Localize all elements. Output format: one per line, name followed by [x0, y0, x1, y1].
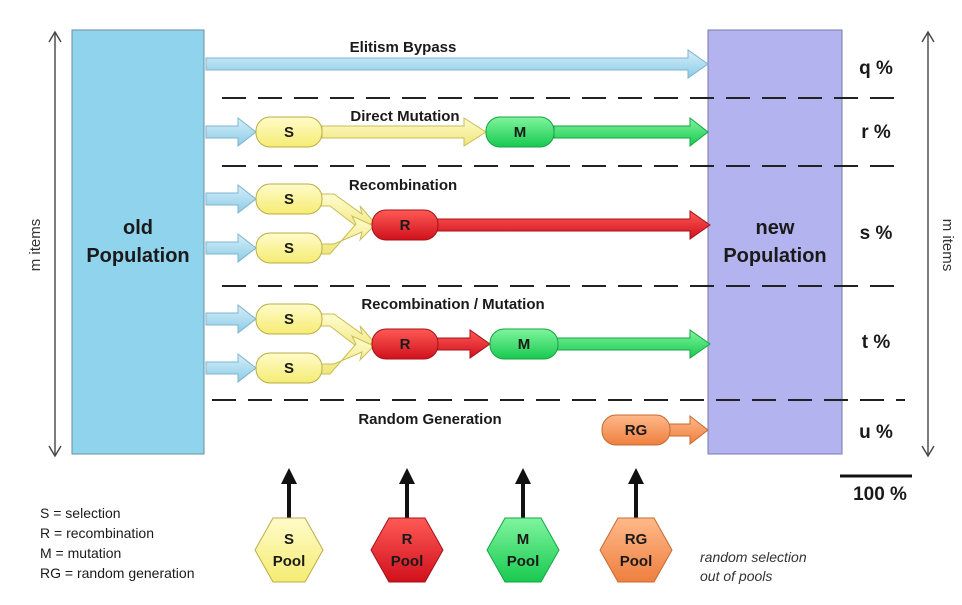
node-s-recomb-2 — [255, 232, 323, 264]
pool-rg-line2: Pool — [620, 553, 653, 570]
left-m-items-label: m items — [27, 219, 44, 272]
pool-arrows — [281, 468, 644, 518]
node-s-recmut-1 — [255, 303, 323, 335]
pool-m: M Pool — [486, 517, 560, 583]
lane-label-random-generation: Random Generation — [358, 411, 501, 428]
node-s-recmut-2-label: S — [284, 360, 294, 377]
node-m-recmut — [489, 328, 559, 360]
new-population-line2: Population — [723, 245, 826, 267]
new-population-line1: new — [756, 217, 795, 239]
pct-u: u % — [859, 422, 893, 443]
elitism-arrow — [205, 49, 709, 79]
pct-r: r % — [861, 122, 891, 143]
pool-s-line2: Pool — [273, 553, 306, 570]
node-s-recmut-1-label: S — [284, 311, 294, 328]
node-r-recomb-label: R — [400, 217, 411, 234]
random-generation-flow: RG — [601, 414, 709, 446]
legend-recombination: R = recombination — [40, 525, 154, 541]
node-rg — [601, 414, 671, 446]
legend: S = selection R = recombination M = muta… — [40, 505, 194, 581]
recombination-mutation-flow: S S R M — [205, 303, 711, 384]
right-m-items-label: m items — [939, 219, 956, 272]
old-population-box: old Population — [71, 29, 205, 455]
node-s-recomb-1-label: S — [284, 191, 294, 208]
node-s-recomb-2-label: S — [284, 240, 294, 257]
pct-total: 100 % — [853, 484, 907, 505]
node-s-direct-label: S — [284, 124, 294, 141]
lane-label-recombination: Recombination — [349, 177, 457, 194]
node-m-direct — [485, 116, 555, 148]
left-span-arrow — [48, 30, 62, 458]
pool-rg: RG Pool — [599, 517, 673, 583]
lane-label-elitism: Elitism Bypass — [350, 39, 457, 56]
node-s-recomb-1 — [255, 183, 323, 215]
lane-label-recombination-mutation: Recombination / Mutation — [361, 296, 544, 313]
node-r-recomb — [371, 209, 439, 241]
lane-label-direct-mutation: Direct Mutation — [350, 108, 459, 125]
old-population-line2: Population — [86, 245, 189, 267]
pool-r: R Pool — [370, 517, 444, 583]
lane-separators — [212, 97, 905, 401]
old-population-line1: old — [123, 217, 153, 239]
legend-mutation: M = mutation — [40, 545, 121, 561]
pct-s: s % — [860, 223, 893, 244]
node-s-recmut-2 — [255, 352, 323, 384]
node-r-recmut-label: R — [400, 336, 411, 353]
pct-q: q % — [859, 58, 893, 79]
pool-r-line2: Pool — [391, 553, 424, 570]
node-m-direct-label: M — [514, 124, 527, 141]
pool-s-line1: S — [284, 531, 294, 548]
pool-r-line1: R — [402, 531, 413, 548]
pool-m-line1: M — [517, 531, 530, 548]
pool-m-line2: Pool — [507, 553, 540, 570]
pool-rg-line1: RG — [625, 531, 648, 548]
node-r-recmut — [371, 328, 439, 360]
recombination-flow: S S R — [205, 183, 711, 264]
node-s-direct — [255, 116, 323, 148]
note-line1: random selection — [700, 549, 807, 565]
note-line2: out of pools — [700, 568, 772, 584]
pct-t: t % — [862, 332, 891, 353]
node-rg-label: RG — [625, 422, 648, 439]
new-population-box: new Population — [707, 29, 843, 455]
direct-mutation-flow: S M — [205, 116, 709, 148]
legend-selection: S = selection — [40, 505, 121, 521]
legend-random-generation: RG = random generation — [40, 565, 194, 581]
node-m-recmut-label: M — [518, 336, 531, 353]
pool-s: S Pool — [254, 517, 324, 583]
right-span-arrow — [921, 30, 935, 458]
